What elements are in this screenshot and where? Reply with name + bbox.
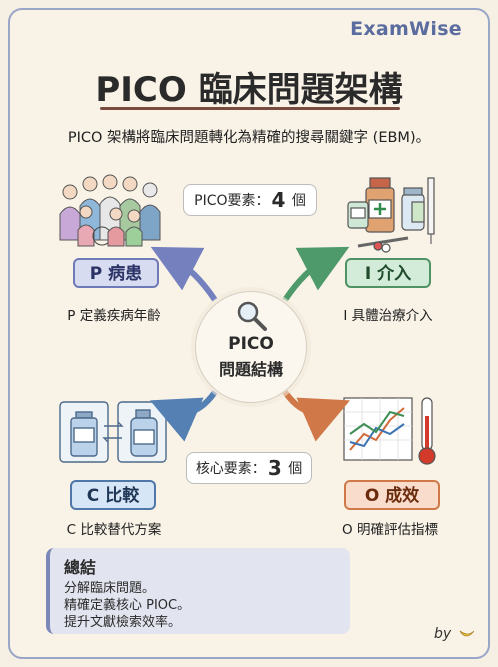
- center-pico-node: PICO 問題結構: [195, 291, 307, 403]
- medicine-bottles-icon: [347, 177, 435, 253]
- byline: by: [434, 624, 474, 642]
- arrow-to-i: [282, 246, 350, 302]
- caption-i: I 具體治療介入: [343, 308, 433, 324]
- arrow-to-c: [149, 390, 218, 442]
- tag-i-intervention: I 介入: [345, 258, 431, 288]
- arrow-to-p: [150, 246, 218, 302]
- caption-p: P 定義疾病年齡: [67, 308, 161, 324]
- brand-logo-text: ExamWise: [350, 18, 462, 40]
- chart-thermometer-icon: [343, 397, 436, 465]
- subtitle: PICO 架構將臨床問題轉化為精確的搜尋關鍵字 (EBM)。: [67, 130, 431, 146]
- tag-p-patient: P 病患: [73, 258, 159, 288]
- arrow-to-o: [282, 390, 351, 442]
- pill-unit: 個: [291, 193, 306, 209]
- pill-value: 4: [271, 188, 286, 212]
- pill-value: 3: [267, 456, 282, 480]
- banana-icon: [459, 630, 474, 637]
- magnifier-icon: [237, 301, 267, 331]
- pill-label: 核心要素：: [195, 461, 266, 477]
- caption-c: C 比較替代方案: [66, 522, 162, 538]
- byline-text: by: [434, 626, 452, 642]
- center-title: PICO: [228, 334, 274, 354]
- center-subtitle: 問題結構: [218, 360, 283, 379]
- summary-line: 分解臨床問題。: [64, 581, 156, 596]
- summary-heading: 總結: [64, 558, 97, 577]
- pill-label: PICO要素：: [194, 193, 270, 209]
- tag-o-outcome: O 成效: [344, 480, 440, 510]
- pico-count-pill: PICO要素：4 個: [183, 184, 317, 216]
- summary-box: 總結 分解臨床問題。 精確定義核心 PIOC。 提升文獻檢索效率。: [46, 548, 350, 634]
- page-title: PICO 臨床問題架構: [95, 70, 403, 110]
- pill-unit: 個: [288, 461, 303, 477]
- title-underline: [100, 107, 400, 110]
- core-count-pill: 核心要素：3 個: [186, 452, 312, 484]
- tag-c-comparison: C 比較: [70, 480, 156, 510]
- patients-group-icon: [59, 174, 161, 247]
- summary-line: 精確定義核心 PIOC。: [64, 598, 191, 613]
- summary-line: 提升文獻檢索效率。: [64, 615, 182, 630]
- caption-o: O 明確評估指標: [342, 522, 438, 538]
